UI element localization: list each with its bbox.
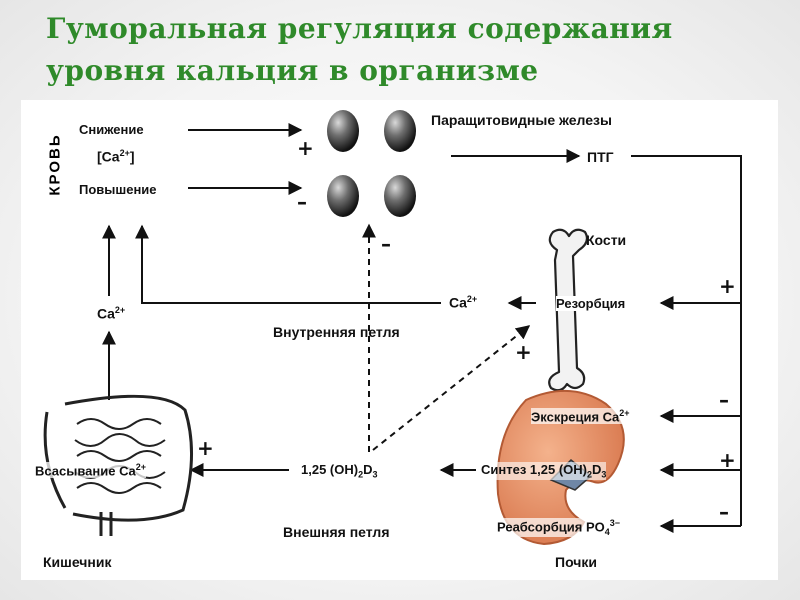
ca-mid-label: Ca2+ xyxy=(449,294,478,311)
diagram-panel: КРОВЬ Снижение [Ca2+] Повышение + – – Па… xyxy=(21,100,778,580)
minus-sign-reabsorption: – xyxy=(719,500,729,524)
absorption-label: Всасывание Ca2+ xyxy=(35,462,146,479)
resorption-label: Резорбция xyxy=(556,296,626,311)
inner-loop-line xyxy=(135,224,441,304)
parathyroid-label: Паращитовидные железы xyxy=(431,112,612,128)
pth-distribution-line xyxy=(631,155,742,526)
calcitriol-label: 1,25 (OH)2D3 xyxy=(301,462,378,480)
diagram-graphics xyxy=(43,110,742,546)
parathyroid-gland-3 xyxy=(327,175,359,217)
plus-sign-synthesis: + xyxy=(719,448,736,472)
outer-loop-label: Внешняя петля xyxy=(283,524,390,540)
decrease-label: Снижение xyxy=(79,122,144,137)
bones-label: Кости xyxy=(586,232,627,248)
parathyroid-gland-2 xyxy=(384,110,416,152)
kidneys-label: Почки xyxy=(555,554,598,570)
minus-sign-excretion: – xyxy=(719,388,729,412)
minus-sign-feedback: – xyxy=(381,232,391,256)
excretion-label: Экскреция Ca2+ xyxy=(531,408,630,425)
plus-sign-resorption: + xyxy=(719,274,736,298)
reabsorption-label: Реабсорбция PO43− xyxy=(497,518,621,537)
inner-loop-label: Внутренняя петля xyxy=(273,324,400,340)
parathyroid-gland-4 xyxy=(384,175,416,217)
minus-sign-glands: – xyxy=(297,190,307,214)
dashed-calcitriol-to-bone xyxy=(372,325,531,451)
blood-label: КРОВЬ xyxy=(46,133,64,196)
slide-title: Гуморальная регуляция содержания уровня … xyxy=(46,12,673,87)
ca-left-label: Ca2+ xyxy=(97,305,126,322)
pth-label: ПТГ xyxy=(587,149,614,165)
plus-sign-dashed: + xyxy=(515,340,532,364)
ca-blood-label: [Ca2+] xyxy=(97,148,135,165)
intestine-label: Кишечник xyxy=(43,554,112,570)
intestine-illustration xyxy=(43,394,194,536)
increase-label: Повышение xyxy=(79,182,157,197)
plus-sign-glands: + xyxy=(297,136,314,160)
parathyroid-gland-1 xyxy=(327,110,359,152)
plus-sign-absorption: + xyxy=(197,436,214,460)
synthesis-label: Синтез 1,25 (OH)2D3 xyxy=(481,462,607,480)
